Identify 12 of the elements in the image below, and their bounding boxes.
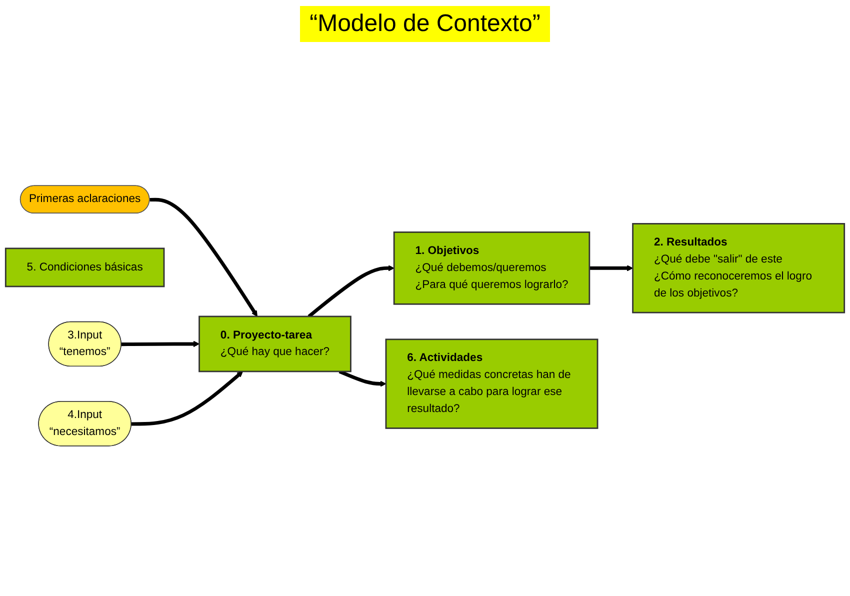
arrow: [150, 198, 258, 317]
arrow: [338, 370, 386, 388]
title: “Modelo de Contexto”: [300, 6, 550, 42]
arrow: [589, 265, 634, 272]
arrow: [121, 341, 200, 348]
arrow: [131, 371, 244, 426]
node-box: 2. Resultados ¿Qué debe "salir" de este ¿Cómo reconoceremos el logro de los objetivos?: [632, 223, 846, 314]
node-box: 6. Actividades ¿Qué medidas concretas han de llevarse a cabo para lograr ese resultado?: [385, 338, 598, 430]
arrow: [308, 265, 394, 318]
node-box: 1. Objetivos ¿Qué debemos/queremos ¿Para qué queremos lograrlo?: [393, 232, 590, 306]
node-box: 0. Proyecto-tarea ¿Qué hay que hacer?: [198, 316, 352, 372]
node-box: 5. Condiciones básicas: [4, 248, 165, 288]
